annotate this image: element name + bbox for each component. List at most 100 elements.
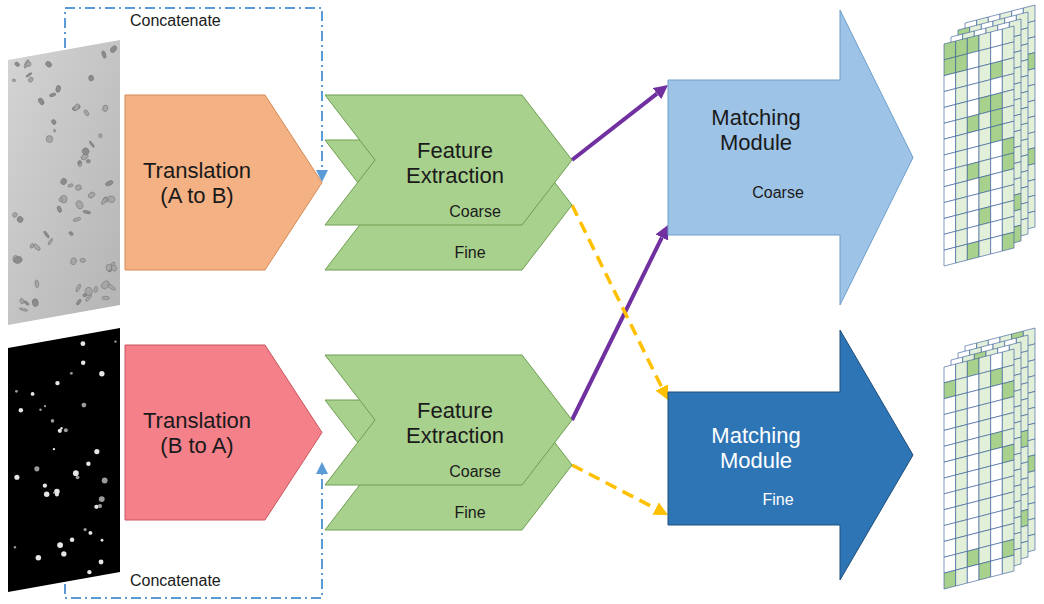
nucleus-dot <box>80 341 85 346</box>
cell-blob <box>29 243 34 249</box>
block-subtitle: Coarse <box>430 203 520 221</box>
cell-blob <box>88 75 94 81</box>
block-shape <box>325 400 572 530</box>
fluorescence-image <box>8 328 120 592</box>
block-shape <box>668 10 913 305</box>
nucleus-dot <box>70 538 75 543</box>
data-flow-arrow <box>572 205 662 387</box>
output-matrix-layer <box>951 19 1021 259</box>
nucleus-dot <box>61 551 66 556</box>
nucleus-dot <box>101 539 104 542</box>
nucleus-dot <box>70 372 73 375</box>
concatenate-label: Concatenate <box>130 572 221 589</box>
text-slot: Fine <box>733 491 823 509</box>
nucleus-dot <box>44 405 46 407</box>
cell-blob <box>106 264 112 271</box>
cell-blob <box>13 256 22 265</box>
cell-blob <box>80 258 86 263</box>
output-matrix-layer <box>944 349 1014 589</box>
cell-blob <box>70 257 78 266</box>
nucleus-dot <box>43 484 47 488</box>
block-outline <box>668 10 913 305</box>
cell-blob <box>53 129 56 132</box>
cell-blob <box>12 212 19 219</box>
cell-blob <box>75 184 82 190</box>
matching-module-block: Matching ModuleFine <box>668 330 913 580</box>
text-slot: Fine <box>435 504 505 522</box>
cell-blob <box>75 200 84 210</box>
image-group <box>8 40 120 592</box>
cell-blob <box>60 177 68 185</box>
translation-block: Translation (B to A) <box>125 345 322 520</box>
nucleus-dot <box>53 492 55 494</box>
feature-extraction-block: Feature ExtractionCoarse <box>325 95 572 225</box>
output-matrix-layer <box>951 342 1021 582</box>
matrix-cell <box>1002 555 1014 574</box>
cell-blob <box>51 119 57 126</box>
matrix-cell <box>991 558 1003 577</box>
cell-blob <box>105 180 114 187</box>
feature-extraction-block: Feature ExtractionCoarse <box>325 355 572 485</box>
concatenate-label: Concatenate <box>130 12 221 29</box>
output-grid-group <box>944 5 1035 589</box>
cell-blob <box>78 160 82 166</box>
matrix-cell <box>956 567 968 586</box>
cell-blob <box>83 210 91 214</box>
text-slot: Translation (B to A) <box>135 408 260 459</box>
block-title: Matching Module <box>691 105 821 156</box>
nucleus-dot <box>55 381 59 385</box>
block-title: Fine <box>435 244 505 262</box>
cell-blob <box>83 293 87 297</box>
block-subtitle: Fine <box>733 491 823 509</box>
nucleus-dot <box>114 340 116 342</box>
cell-blob <box>48 238 54 245</box>
cell-blob <box>16 215 24 223</box>
nucleus-dot <box>60 427 62 429</box>
cell-blob <box>109 45 118 54</box>
cell-blob <box>85 294 92 302</box>
cell-blob <box>68 231 74 236</box>
text-slot: Feature Extraction <box>380 398 530 449</box>
matrix-cell <box>956 244 968 263</box>
cell-blob <box>86 159 90 163</box>
cell-blob <box>26 72 33 78</box>
cell-blob <box>35 280 40 288</box>
nucleus-dot <box>76 475 80 479</box>
cell-blob <box>77 160 81 164</box>
cell-blob <box>37 97 45 106</box>
nucleus-dot <box>81 403 86 408</box>
cell-blob <box>19 307 28 311</box>
cell-blob <box>32 298 39 307</box>
block-shape <box>325 140 572 270</box>
block-title: Translation (A to B) <box>135 158 260 209</box>
text-slot: Matching Module <box>691 105 821 156</box>
output-matrix-layer <box>958 335 1028 575</box>
text-slot: Translation (A to B) <box>135 158 260 209</box>
cell-blob <box>46 135 53 142</box>
nucleus-dot <box>94 449 99 454</box>
nucleus-dot <box>99 496 105 502</box>
cell-blob <box>73 217 81 222</box>
cell-blob <box>76 298 82 305</box>
output-matrix-layer <box>944 26 1014 266</box>
nucleus-dot <box>14 546 16 548</box>
annotation-wrap: Concatenate <box>130 12 221 30</box>
output-matrix-layer <box>958 12 1028 252</box>
cell-blob <box>14 61 20 67</box>
block-title: Feature Extraction <box>380 138 530 189</box>
cell-blob <box>67 183 73 187</box>
nucleus-dot <box>58 429 62 433</box>
nucleus-dot <box>102 478 108 484</box>
block-shape <box>125 345 322 520</box>
cell-blob <box>75 283 81 292</box>
matrix-cell <box>991 235 1003 254</box>
matrix-cell <box>979 238 991 257</box>
cell-blob <box>98 133 102 138</box>
cell-blob <box>49 92 56 97</box>
cell-blob <box>107 283 116 291</box>
matrix-cell <box>967 241 979 260</box>
cell-blob <box>23 300 29 306</box>
cell-blob <box>93 286 98 293</box>
nucleus-dot <box>51 419 55 423</box>
